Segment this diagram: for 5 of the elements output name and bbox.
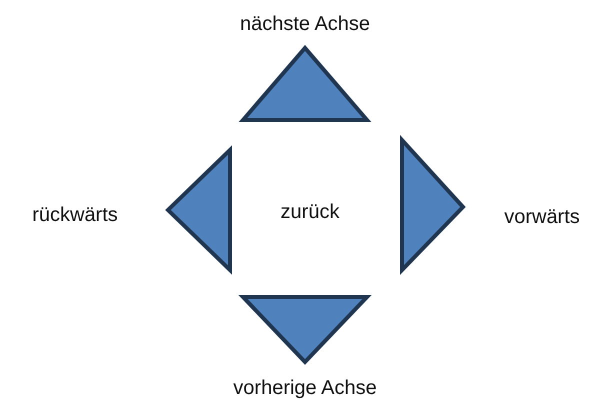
center-label: zurück (280, 200, 340, 224)
button-label: nächste Achse (240, 12, 370, 36)
button-label: rückwärts (32, 203, 118, 227)
button-label: vorherige Achse (233, 376, 377, 400)
button-label: vorwärts (504, 205, 580, 229)
